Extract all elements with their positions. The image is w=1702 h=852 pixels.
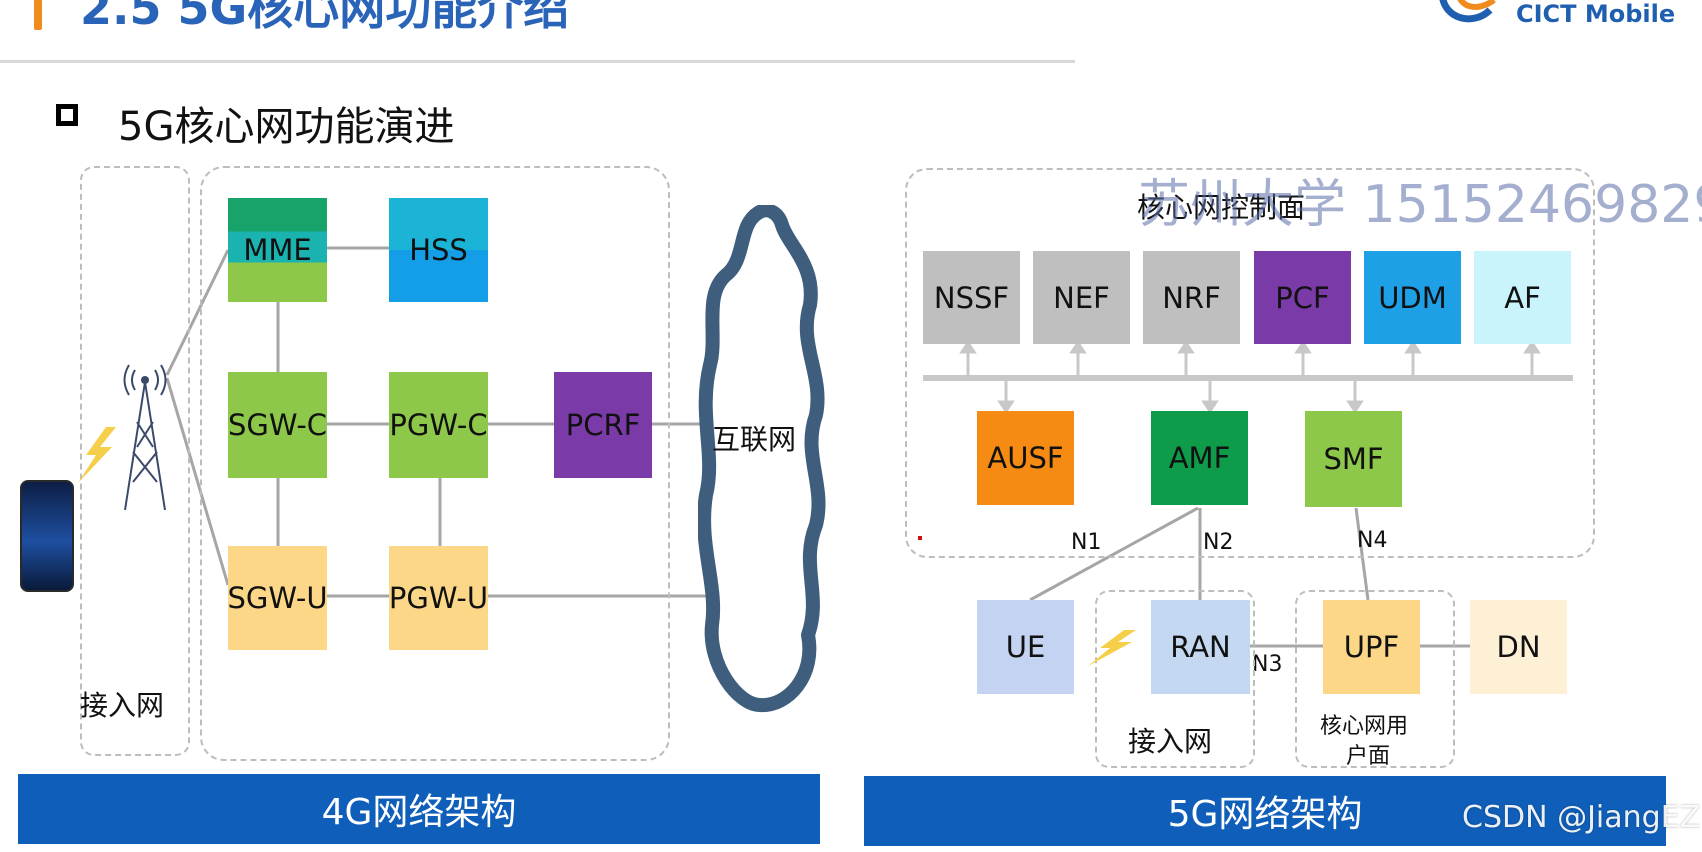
bullet-square-icon xyxy=(56,104,78,126)
node-ue: UE xyxy=(977,600,1074,694)
5g-access-network-label: 接入网 xyxy=(1128,725,1213,758)
node-udm-label: UDM xyxy=(1378,280,1447,315)
node-hss-label: HSS xyxy=(409,233,468,267)
5g-user-plane-box xyxy=(1295,590,1455,768)
node-amf: AMF xyxy=(1151,411,1248,505)
node-pgw-c: PGW-C xyxy=(389,372,488,478)
node-nef: NEF xyxy=(1033,251,1130,344)
node-hss: HSS xyxy=(389,198,488,302)
node-af-label: AF xyxy=(1504,280,1541,315)
node-pcf: PCF xyxy=(1254,251,1351,344)
5g-architecture-banner: 5G网络架构 xyxy=(864,776,1666,846)
5g-control-plane-label: 核心网控制面 xyxy=(1137,191,1306,224)
interface-n3-label: N3 xyxy=(1252,652,1283,677)
node-pgw-u: PGW-U xyxy=(389,546,488,650)
node-sgw-u: SGW-U xyxy=(227,546,328,650)
node-nrf: NRF xyxy=(1143,251,1240,344)
node-upf-label: UPF xyxy=(1343,630,1400,664)
node-udm: UDM xyxy=(1364,251,1461,344)
node-nssf-label: NSSF xyxy=(933,280,1010,315)
node-pcrf: PCRF xyxy=(554,372,652,478)
node-ausf: AUSF xyxy=(977,411,1074,505)
lightning-icon xyxy=(78,427,116,483)
node-dn: DN xyxy=(1470,600,1567,694)
node-amf-label: AMF xyxy=(1168,441,1231,475)
4g-core-network-box xyxy=(200,166,670,761)
node-nrf-label: NRF xyxy=(1162,280,1221,315)
section-title: 5G核心网功能演进 xyxy=(118,104,455,150)
node-ue-label: UE xyxy=(1005,630,1046,664)
node-pgw-u-label: PGW-U xyxy=(388,581,489,615)
node-sgw-u-label: SGW-U xyxy=(227,581,328,615)
node-af: AF xyxy=(1474,251,1571,344)
interface-n4-label: N4 xyxy=(1357,528,1388,553)
node-ausf-label: AUSF xyxy=(987,441,1064,475)
4g-access-network-label: 接入网 xyxy=(80,689,165,722)
node-smf-label: SMF xyxy=(1323,442,1384,476)
title-accent-bar xyxy=(34,0,42,30)
csdn-watermark: CSDN @JiangEZ xyxy=(1462,800,1701,835)
node-sgw-c-label: SGW-C xyxy=(227,408,328,442)
node-smf: SMF xyxy=(1305,411,1402,507)
node-mme: MME xyxy=(228,198,327,302)
node-nef-label: NEF xyxy=(1053,280,1110,315)
internet-cloud-icon xyxy=(698,205,826,713)
node-pgw-c-label: PGW-C xyxy=(389,408,488,442)
5g-user-plane-label-line1: 核心网用 xyxy=(1320,714,1409,739)
lightning-icon-5g xyxy=(1088,630,1136,666)
interface-n1-label: N1 xyxy=(1071,530,1102,555)
node-pcrf-label: PCRF xyxy=(565,408,641,442)
university-watermark: 苏州大学 15152469829 xyxy=(1138,175,1702,235)
cict-logo-text: CICT Mobile xyxy=(1516,0,1676,28)
node-sgw-c: SGW-C xyxy=(228,372,327,478)
5g-access-network-box xyxy=(1095,590,1255,768)
internet-label: 互联网 xyxy=(712,423,797,456)
title-divider xyxy=(0,60,1075,63)
node-mme-label: MME xyxy=(243,233,312,267)
5g-control-plane-box xyxy=(905,168,1595,558)
node-ran: RAN xyxy=(1151,600,1250,694)
node-nssf: NSSF xyxy=(923,251,1020,344)
4g-access-network-box xyxy=(80,166,190,756)
node-ran-label: RAN xyxy=(1170,630,1231,664)
5g-user-plane-label-line2: 户面 xyxy=(1346,744,1391,769)
node-dn-label: DN xyxy=(1496,630,1541,664)
page-title: 2.5 5G核心网功能介绍 xyxy=(80,0,570,35)
cict-logo-icon xyxy=(1439,0,1496,23)
4g-architecture-banner: 4G网络架构 xyxy=(18,774,820,844)
phone-icon xyxy=(20,480,74,592)
red-dot-marker xyxy=(918,536,922,540)
node-pcf-label: PCF xyxy=(1275,280,1330,315)
interface-n2-label: N2 xyxy=(1203,530,1234,555)
node-upf: UPF xyxy=(1323,600,1420,694)
cell-tower-icon xyxy=(123,364,167,511)
